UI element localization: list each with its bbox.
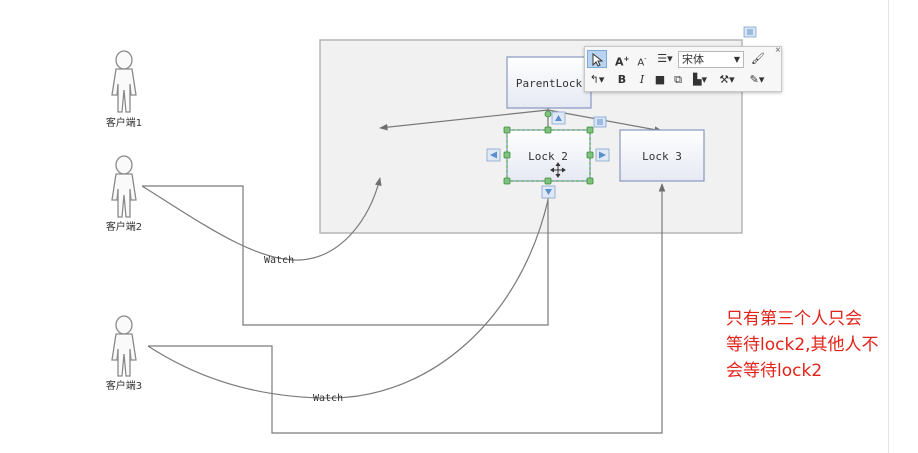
watch-curve-client2 bbox=[141, 177, 382, 261]
bold-button[interactable]: B bbox=[615, 71, 629, 89]
grow-font-button[interactable]: A+ bbox=[615, 55, 630, 69]
tools-button[interactable]: ⚒▾ bbox=[715, 71, 739, 89]
resize-handle-nw[interactable] bbox=[503, 126, 511, 134]
align-button[interactable]: ☰▾ bbox=[655, 50, 675, 68]
actor-figure-icon bbox=[111, 155, 137, 218]
arrange-button[interactable]: ⧉ bbox=[671, 71, 685, 89]
watch-label-client3: Watch bbox=[313, 393, 343, 404]
rotation-handle[interactable] bbox=[544, 110, 552, 118]
layers-icon: ⧉ bbox=[674, 73, 682, 86]
format-painter-button[interactable]: 🖌 bbox=[749, 50, 767, 68]
edit-style-button[interactable]: ✎▾ bbox=[745, 71, 769, 89]
quick-add-up-icon bbox=[555, 115, 562, 121]
shrink-font-button[interactable]: A- bbox=[637, 55, 647, 69]
grow-font-icon: A bbox=[615, 55, 624, 69]
actor-client1-label: 客户端1 bbox=[106, 116, 142, 129]
italic-button[interactable]: I bbox=[635, 71, 649, 89]
quick-add-arrows[interactable] bbox=[486, 111, 610, 199]
align-lines-icon: ☰▾ bbox=[657, 52, 673, 65]
actor-client2-label: 客户端2 bbox=[106, 220, 142, 233]
resize-handle-s[interactable] bbox=[544, 177, 552, 185]
actor-client2[interactable] bbox=[111, 155, 137, 218]
lock3-label: Lock 3 bbox=[642, 150, 682, 163]
paint-brush-icon: 🖌 bbox=[751, 52, 765, 65]
bold-icon: B bbox=[617, 73, 627, 86]
quick-add-right-icon bbox=[599, 151, 606, 159]
actor-figure-icon bbox=[111, 315, 137, 377]
watch-curve-client3 bbox=[147, 199, 549, 399]
shrink-font-icon: A bbox=[637, 57, 645, 69]
watch-label-client2: Watch bbox=[264, 255, 294, 266]
text-format-toolbar[interactable]: A+ A- ☰▾ 宋体 ▼ 🖌 × ↰▾ B I ■ ⧉ ▙▾ ⚒▾ ✎▾ bbox=[584, 45, 782, 92]
align-shapes-button[interactable]: ▙▾ bbox=[689, 71, 711, 89]
lock2-label: Lock 2 bbox=[528, 150, 568, 163]
annotation-line-1: 只有第三个人只会 bbox=[726, 309, 862, 329]
quick-add-left-icon bbox=[490, 151, 497, 159]
edit-style-icon: ✎▾ bbox=[749, 73, 765, 86]
actor-figure-icon bbox=[111, 50, 137, 113]
connector-client2-lock2 bbox=[142, 185, 549, 326]
fill-square-icon: ■ bbox=[654, 73, 666, 86]
font-family-value: 宋体 bbox=[682, 53, 704, 66]
actor-client3-label: 客户端3 bbox=[106, 379, 142, 392]
toolbar-collapse-icon-lines bbox=[747, 29, 753, 35]
arrow-parent-to-client1-lock bbox=[379, 109, 549, 131]
annotation-note: 只有第三个人只会 等待lock2,其他人不 会等待lock2 bbox=[726, 306, 916, 384]
lock3-node[interactable] bbox=[619, 129, 705, 182]
resize-handle-w[interactable] bbox=[503, 151, 511, 159]
fill-color-button[interactable]: ■ bbox=[653, 71, 667, 89]
move-cursor-icon bbox=[550, 162, 566, 178]
resize-handle-se[interactable] bbox=[586, 177, 594, 185]
tools-icon: ⚒▾ bbox=[719, 73, 735, 86]
canvas-edge-divider bbox=[888, 0, 889, 453]
node-menu-icon-lines bbox=[597, 119, 603, 125]
connector-tool-button[interactable]: ↰▾ bbox=[587, 71, 607, 89]
actor-client1[interactable] bbox=[111, 50, 137, 113]
connector-client3-lock3 bbox=[148, 183, 666, 434]
pointer-tool-button[interactable] bbox=[587, 50, 607, 68]
resize-handle-sw[interactable] bbox=[503, 177, 511, 185]
parent-lock-label: ParentLock bbox=[516, 77, 583, 90]
chevron-down-icon: ▼ bbox=[733, 55, 740, 64]
close-icon[interactable]: × bbox=[775, 45, 781, 56]
resize-handle-ne[interactable] bbox=[586, 126, 594, 134]
pointer-arrow-icon bbox=[592, 52, 604, 67]
annotation-line-2: 等待lock2,其他人不 bbox=[726, 335, 879, 355]
parent-lock-node[interactable] bbox=[506, 56, 592, 109]
font-family-select[interactable]: 宋体 ▼ bbox=[678, 51, 744, 68]
resize-handle-e[interactable] bbox=[586, 151, 594, 159]
quick-add-down-icon bbox=[545, 189, 552, 195]
annotation-line-3: 会等待lock2 bbox=[726, 361, 823, 381]
connector-icon: ↰▾ bbox=[589, 73, 605, 86]
actor-client3[interactable] bbox=[111, 315, 137, 377]
align-shapes-icon: ▙▾ bbox=[693, 73, 707, 86]
resize-handle-n[interactable] bbox=[544, 126, 552, 134]
italic-icon: I bbox=[639, 73, 645, 86]
